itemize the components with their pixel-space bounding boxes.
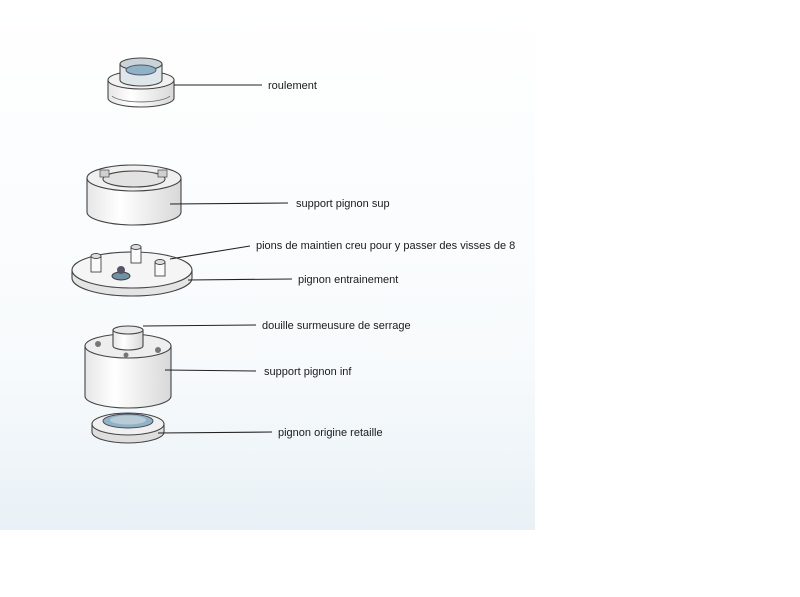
label-douille: douille surmeusure de serrage [262, 320, 411, 332]
bearing-part [107, 57, 175, 108]
label-support-pignon-inf: support pignon inf [264, 366, 352, 378]
label-support-pignon-sup: support pignon sup [296, 198, 390, 210]
label-pignon-entrainement: pignon entrainement [298, 274, 398, 286]
original-pinion-part [91, 412, 165, 444]
clamping-sleeve-part [112, 325, 144, 351]
label-pignon-origine: pignon origine retaille [278, 427, 383, 439]
label-pions: pions de maintien creu pour y passer des… [256, 240, 515, 252]
upper-pinion-support-part [86, 164, 182, 226]
holding-pins [90, 244, 166, 277]
label-roulement: roulement [268, 80, 317, 92]
drive-pinion-part [71, 244, 193, 297]
